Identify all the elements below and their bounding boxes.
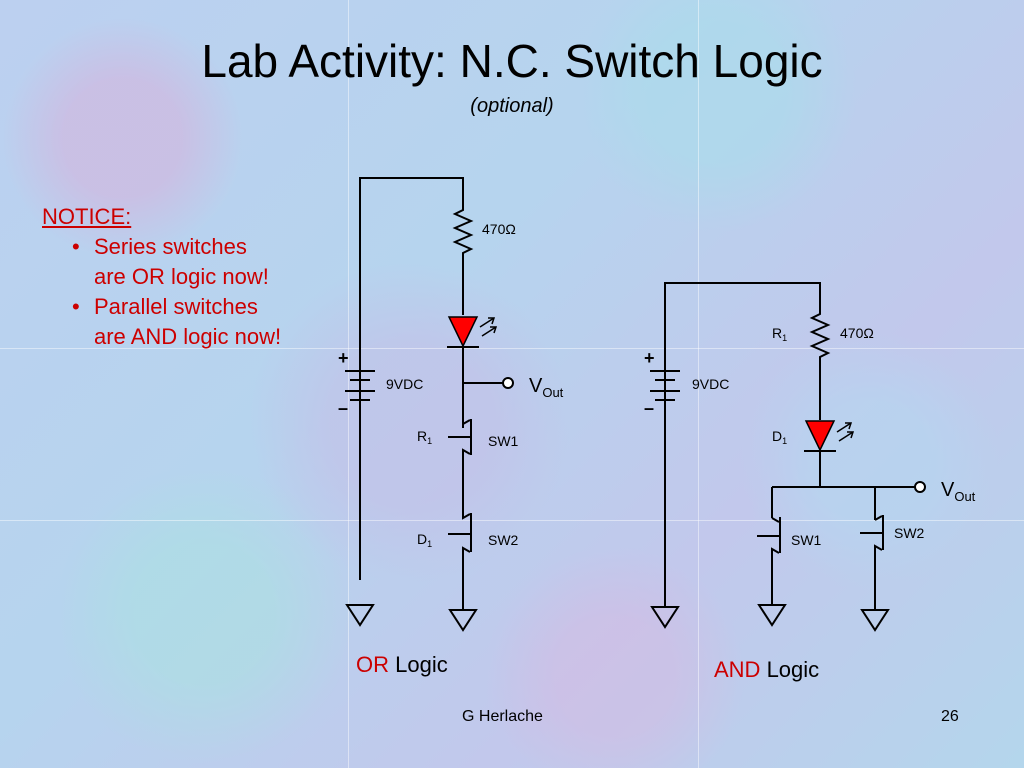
and-top-wire bbox=[664, 282, 821, 607]
or-sw1 bbox=[448, 417, 472, 510]
background-gridline bbox=[0, 348, 1024, 349]
or-sw1-ref: R1 bbox=[417, 428, 432, 446]
ground-icon bbox=[757, 604, 787, 627]
notice-box: NOTICE: Series switches are OR logic now… bbox=[42, 202, 281, 352]
or-led bbox=[447, 316, 498, 348]
background-gridline bbox=[698, 0, 699, 768]
and-resistor-ref: R1 bbox=[772, 325, 787, 343]
and-battery-minus: – bbox=[644, 398, 654, 418]
and-led-ref: D1 bbox=[772, 428, 787, 446]
and-sw1-label: SW1 bbox=[791, 532, 822, 548]
and-logic-text: Logic bbox=[760, 657, 820, 682]
or-vout-terminal bbox=[502, 377, 514, 389]
and-sw2-label: SW2 bbox=[894, 525, 925, 541]
or-battery bbox=[345, 370, 375, 401]
and-led bbox=[804, 420, 855, 452]
or-sw2-label: SW2 bbox=[488, 532, 519, 548]
notice-bullet: Series switches are OR logic now! bbox=[72, 232, 281, 292]
or-sw2 bbox=[448, 510, 472, 610]
slide-subtitle: (optional) bbox=[470, 95, 554, 117]
or-sw2-ref: D1 bbox=[417, 531, 432, 549]
and-logic-label: AND Logic bbox=[714, 657, 819, 683]
slide-number: 26 bbox=[941, 708, 959, 725]
notice-line: Parallel switches bbox=[94, 294, 258, 319]
or-resistor bbox=[452, 205, 474, 315]
or-vout-label: VOut bbox=[529, 375, 564, 400]
or-battery-minus: – bbox=[338, 398, 348, 418]
ground-icon bbox=[860, 609, 890, 632]
or-sw1-label: SW1 bbox=[488, 433, 519, 449]
ground-icon bbox=[650, 606, 680, 629]
notice-heading: NOTICE: bbox=[42, 204, 132, 229]
notice-line: are AND logic now! bbox=[94, 324, 282, 349]
notice-line: are OR logic now! bbox=[94, 264, 269, 289]
footer-author: G Herlache bbox=[462, 708, 543, 725]
and-vout-label: VOut bbox=[941, 479, 976, 504]
notice-list: Series switches are OR logic now! Parall… bbox=[42, 232, 281, 352]
background-gridline bbox=[348, 0, 349, 768]
and-vout-terminal bbox=[914, 481, 926, 493]
and-resistor bbox=[809, 310, 831, 420]
and-logic-highlight: AND bbox=[714, 657, 761, 682]
or-battery-plus: + bbox=[338, 348, 349, 368]
and-sw1 bbox=[757, 487, 781, 605]
or-logic-highlight: OR bbox=[356, 652, 389, 677]
and-sw2 bbox=[860, 487, 884, 610]
background-gridline bbox=[0, 520, 1024, 521]
and-resistor-value: 470Ω bbox=[840, 325, 874, 341]
ground-icon bbox=[345, 604, 375, 627]
and-battery bbox=[650, 370, 680, 401]
notice-line: Series switches bbox=[94, 234, 247, 259]
or-circuit bbox=[345, 177, 514, 632]
or-supply-voltage: 9VDC bbox=[386, 376, 423, 392]
or-logic-label: OR Logic bbox=[356, 652, 448, 678]
and-supply-voltage: 9VDC bbox=[692, 376, 729, 392]
and-circuit bbox=[650, 282, 926, 632]
and-battery-plus: + bbox=[644, 348, 655, 368]
or-resistor-value: 470Ω bbox=[482, 221, 516, 237]
slide-title: Lab Activity: N.C. Switch Logic bbox=[201, 35, 823, 87]
or-logic-text: Logic bbox=[389, 652, 448, 677]
ground-icon bbox=[448, 609, 478, 632]
notice-bullet: Parallel switches are AND logic now! bbox=[72, 292, 282, 352]
